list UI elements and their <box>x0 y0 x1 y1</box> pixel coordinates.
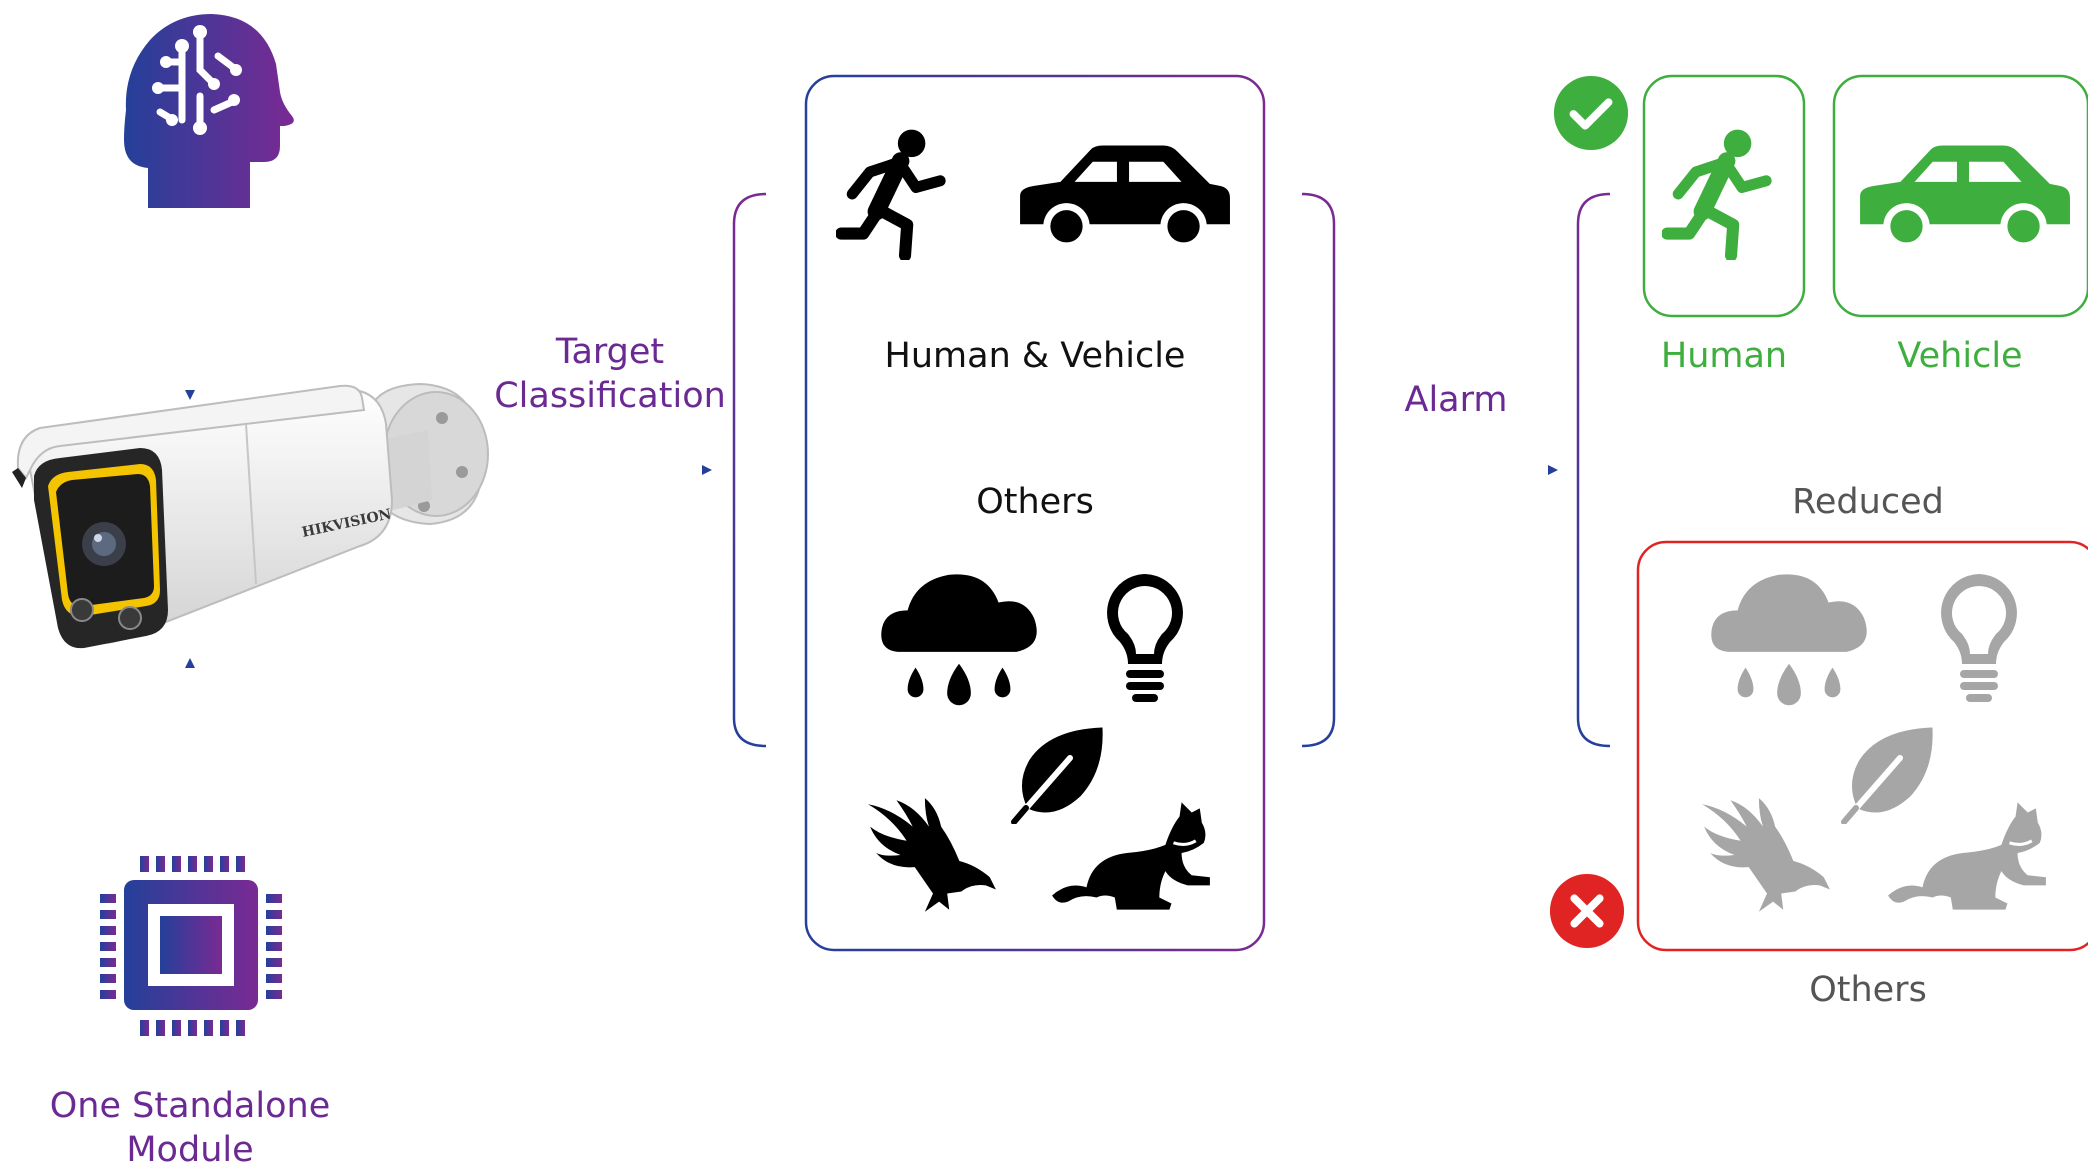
standalone-line1: One Standalone <box>49 1086 331 1126</box>
human-vehicle-label: Human & Vehicle <box>884 336 1186 376</box>
human-box <box>1642 74 1806 318</box>
others-middle-label: Others <box>976 482 1094 522</box>
light-bulb-icon-grey <box>1941 574 2017 702</box>
alarm-label: Alarm <box>1404 380 1508 420</box>
check-icon <box>1554 76 1628 150</box>
target-classification-line1: Target <box>555 332 665 372</box>
ai-brain-icon <box>124 14 294 208</box>
running-person-icon <box>841 130 940 255</box>
human-label: Human <box>1660 336 1788 376</box>
bracket-right-middle <box>1301 192 1336 748</box>
bullet-camera: HIKVISION <box>12 382 489 649</box>
standalone-line2: Module <box>126 1130 254 1170</box>
human-icon-green <box>1667 130 1766 255</box>
leaf-icon <box>1014 728 1102 822</box>
bracket-left-right <box>1576 192 1611 748</box>
cat-icon-grey <box>1886 800 2048 912</box>
vehicle-box <box>1832 74 2088 318</box>
bracket-left-middle <box>732 192 767 748</box>
light-bulb-icon <box>1107 574 1183 702</box>
rain-cloud-icon <box>881 574 1037 706</box>
cross-icon <box>1550 874 1624 948</box>
rain-cloud-icon-grey <box>1711 574 1867 706</box>
target-classification-label: Target Classification <box>480 330 740 418</box>
car-icon <box>1020 145 1230 250</box>
car-icon-green <box>1860 145 2070 250</box>
reduced-label: Reduced <box>1792 482 1944 522</box>
classification-box <box>804 74 1266 952</box>
eagle-icon <box>868 798 996 912</box>
target-classification-line2: Classification <box>494 376 726 416</box>
others-box <box>1636 540 2088 952</box>
leaf-icon-grey <box>1844 728 1932 822</box>
eagle-icon-grey <box>1702 798 1830 912</box>
chip-icon <box>100 856 282 1036</box>
vehicle-label: Vehicle <box>1897 336 2023 376</box>
others-right-label: Others <box>1809 970 1927 1010</box>
cat-icon <box>1050 800 1212 912</box>
standalone-module-label: One Standalone Module <box>20 1084 360 1172</box>
